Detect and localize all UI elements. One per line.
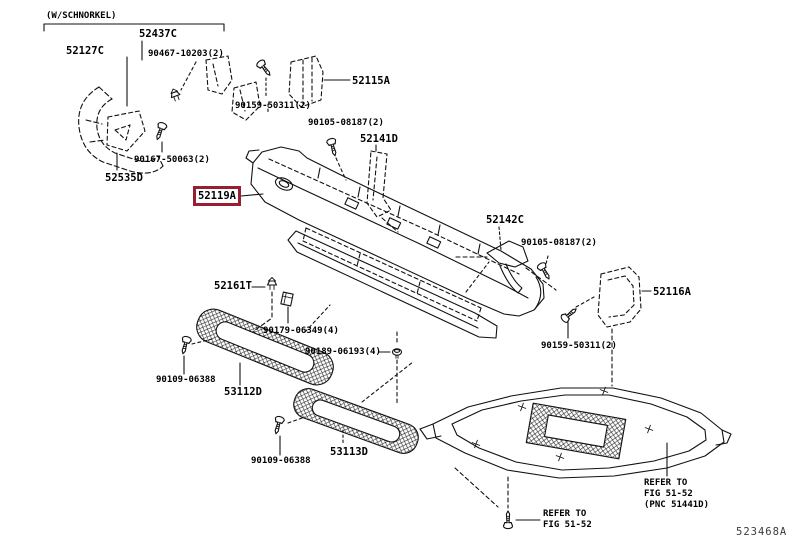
part-label-90467-10203[interactable]: 90467-10203(2) <box>148 49 224 59</box>
part-label-52535d[interactable]: 52535D <box>105 172 143 184</box>
part-label-90109-06388-b[interactable]: 90109-06388 <box>251 456 311 466</box>
bolt-icon <box>271 415 286 436</box>
part-52127c-shape <box>78 86 164 174</box>
under-cover-shape <box>419 385 732 479</box>
part-52437c-shape <box>205 55 261 121</box>
part-53112d-shape <box>196 308 334 386</box>
bolt-icon <box>325 137 340 158</box>
clip-icon <box>266 276 278 291</box>
note-line: REFER TO <box>543 509 587 519</box>
part-label-90159-50311-a[interactable]: 90159-50311(2) <box>235 101 311 111</box>
part-label-52437c[interactable]: 52437C <box>139 28 177 40</box>
part-label-52141d[interactable]: 52141D <box>360 133 398 145</box>
variant-note: (W/SCHNORKEL) <box>46 11 117 21</box>
part-52115a-shape <box>288 55 324 108</box>
part-label-52119a: 52119A <box>198 190 236 202</box>
part-52119a-bumper-shape <box>245 146 545 317</box>
bumper-lower-strip <box>287 227 498 339</box>
part-label-53112d[interactable]: 53112D <box>224 386 262 398</box>
bolt-icon <box>254 58 275 79</box>
diagram-code: 523468A <box>736 526 788 538</box>
refer-note-fig-51-52: REFER TO FIG 51-52 <box>543 509 592 531</box>
part-52142c-shape <box>486 240 529 294</box>
bolt-icon <box>152 120 169 142</box>
refer-note-pnc-51441d: REFER TO FIG 51-52 (PNC 51441D) <box>644 478 709 511</box>
clip-icon <box>280 291 294 307</box>
note-line: FIG 51-52 <box>644 489 693 499</box>
clip-icon <box>168 86 182 103</box>
fastener-icon <box>391 348 403 359</box>
bolt-icon <box>559 304 580 325</box>
note-line: REFER TO <box>644 478 688 488</box>
highlighted-part-box-52119a[interactable]: 52119A <box>193 186 241 206</box>
part-52535d-shape <box>106 110 146 152</box>
part-label-90109-06388-a[interactable]: 90109-06388 <box>156 375 216 385</box>
part-label-52127c[interactable]: 52127C <box>66 45 104 57</box>
variant-bracket <box>43 23 225 32</box>
part-label-90105-08187-a[interactable]: 90105-08187(2) <box>308 118 384 128</box>
part-52116a-shape <box>597 266 642 328</box>
note-line: (PNC 51441D) <box>644 500 710 510</box>
bolt-icon <box>502 510 514 530</box>
bolt-icon <box>178 335 193 356</box>
part-53113d-shape <box>293 388 419 454</box>
part-label-90159-50311-b[interactable]: 90159-50311(2) <box>541 341 617 351</box>
part-label-52115a[interactable]: 52115A <box>352 75 390 87</box>
note-line: FIG 51-52 <box>543 520 592 530</box>
part-label-53113d[interactable]: 53113D <box>330 446 368 458</box>
part-label-90167-50063[interactable]: 90167-50063(2) <box>134 155 210 165</box>
part-label-90105-08187-b[interactable]: 90105-08187(2) <box>521 238 597 248</box>
part-label-52116a[interactable]: 52116A <box>653 286 691 298</box>
part-label-52161t[interactable]: 52161T <box>214 280 252 292</box>
part-label-90189-06193[interactable]: 90189-06193(4) <box>305 347 381 357</box>
part-label-52142c[interactable]: 52142C <box>486 214 524 226</box>
part-label-90179-06349[interactable]: 90179-06349(4) <box>263 326 339 336</box>
